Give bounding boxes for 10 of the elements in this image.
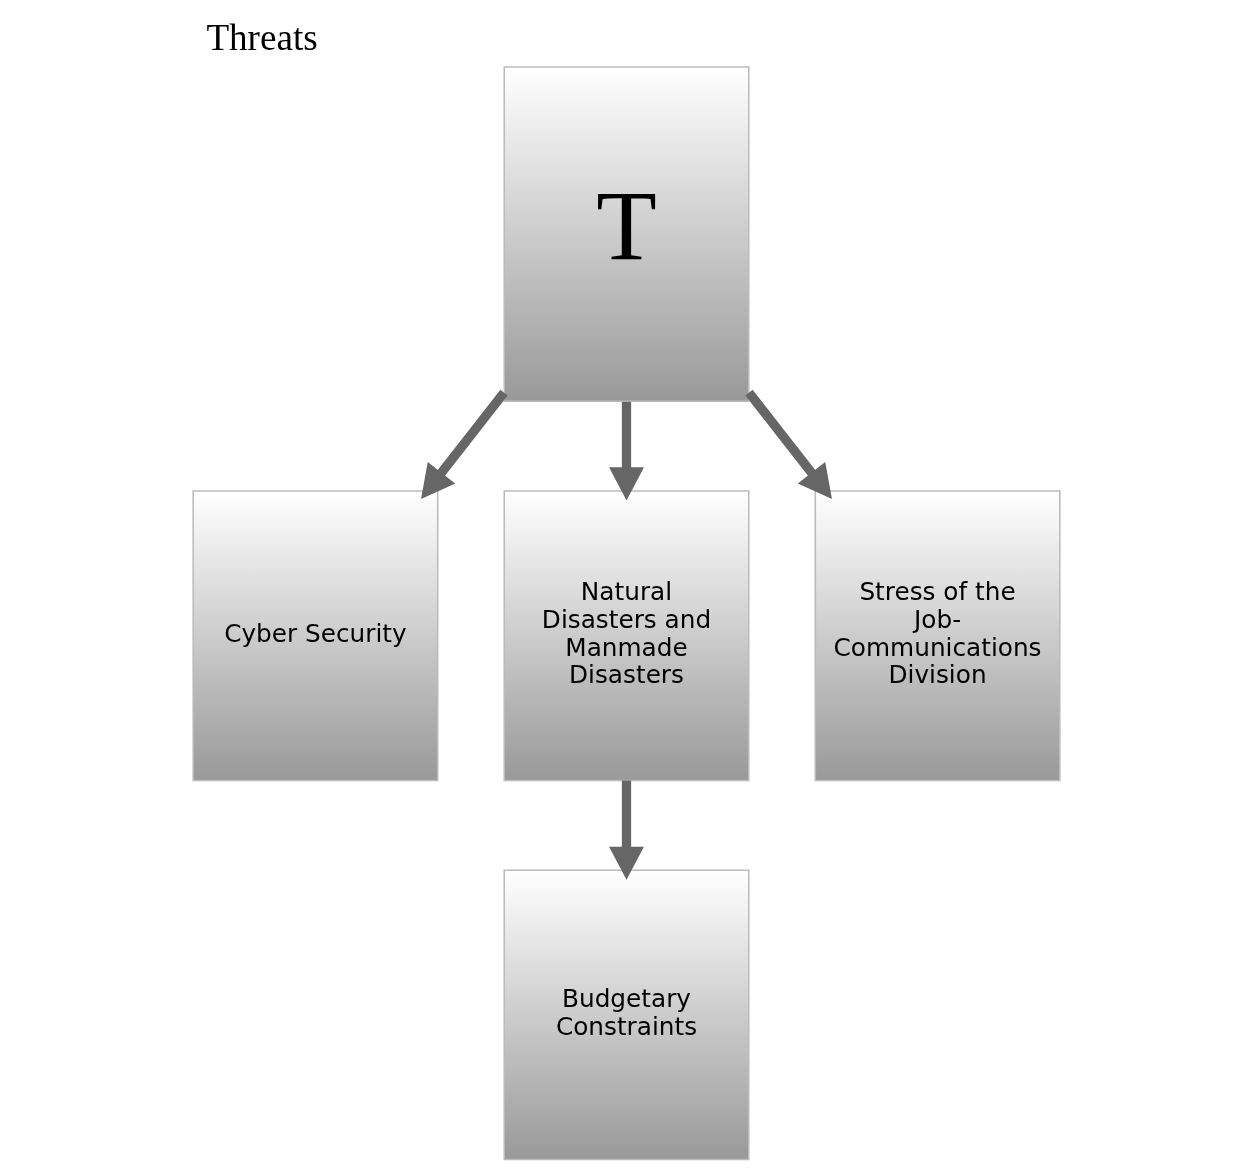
node-box: Cyber Security: [192, 490, 439, 782]
diagram-title: Threats: [206, 17, 318, 59]
node-box: Stress of the Job- Communications Division: [814, 490, 1061, 782]
arrow: [745, 389, 832, 499]
node-box: Budgetary Constraints: [503, 869, 750, 1161]
node-box: Natural Disasters and Manmade Disasters: [503, 490, 750, 782]
arrow: [421, 389, 508, 499]
node-box: T: [503, 66, 750, 403]
arrow: [609, 401, 644, 501]
arrow: [609, 780, 644, 880]
